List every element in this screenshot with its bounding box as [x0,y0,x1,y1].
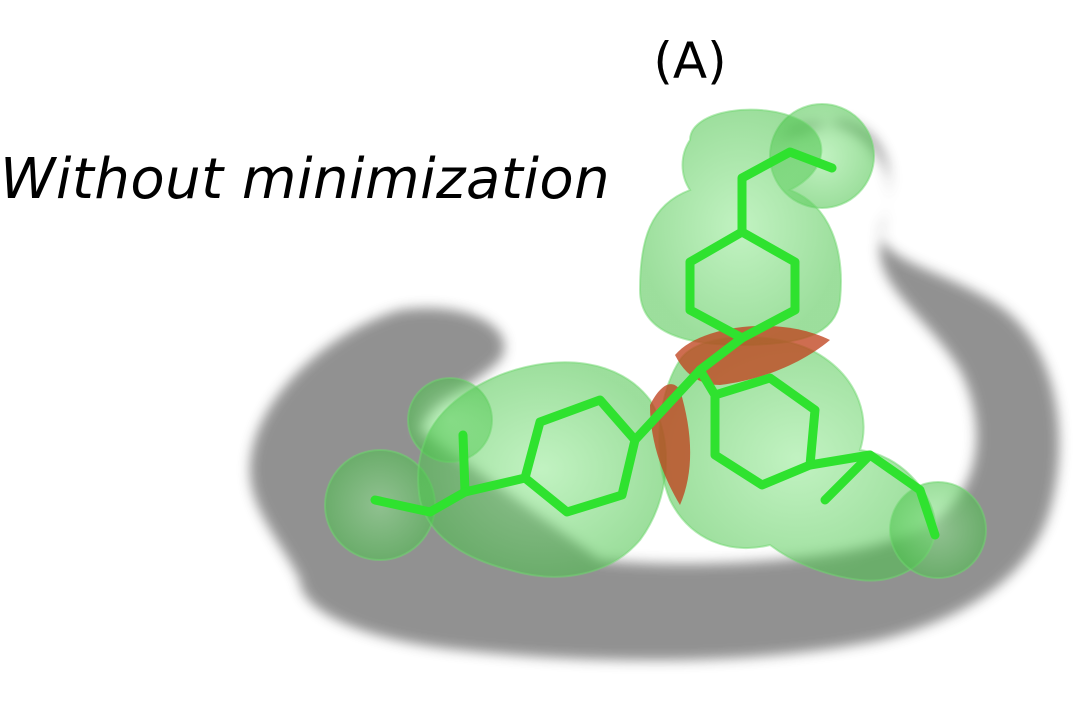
stick-model [370,147,940,540]
panel-label: (A) [653,32,727,90]
caption-text: Without minimization [0,147,611,212]
surface-shadow [250,120,1060,661]
